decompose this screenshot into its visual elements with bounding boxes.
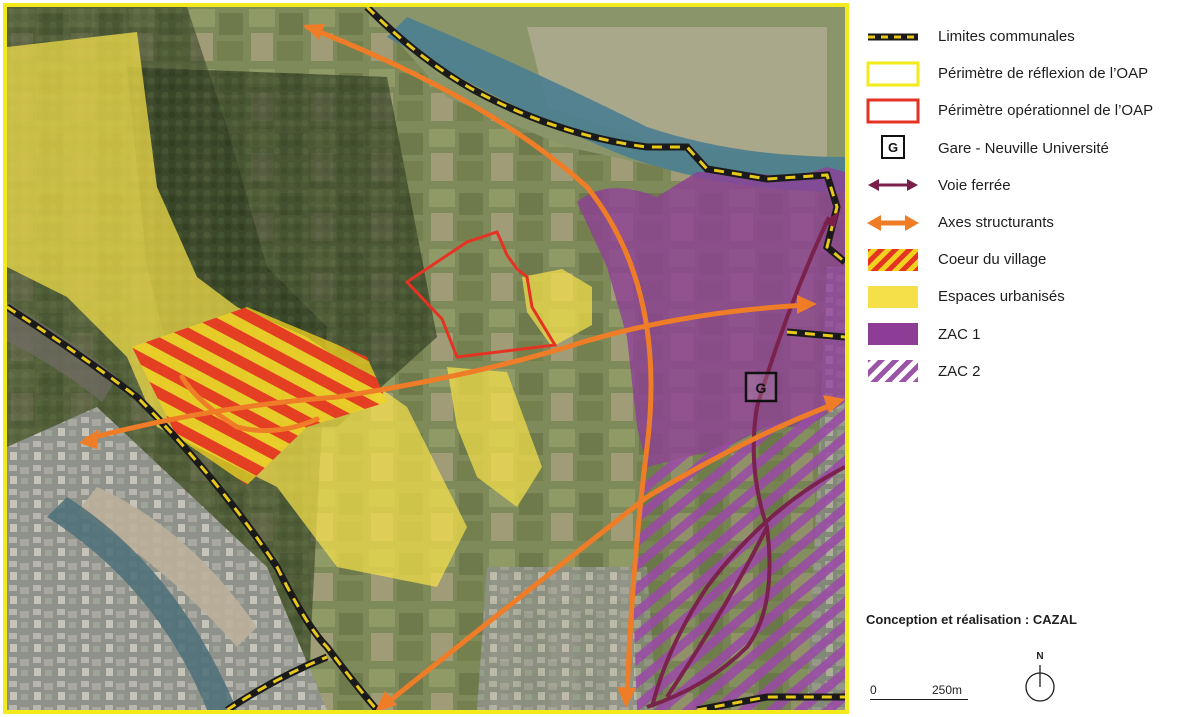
scale-line: [870, 699, 968, 700]
gare-station-label: G: [756, 380, 767, 396]
voie-ferree-lines: [646, 216, 845, 709]
legend-item-coeur: Coeur du village: [866, 241, 1186, 278]
espaces-urbanises-swatch: [866, 284, 920, 310]
voie-ferree-swatch: [866, 172, 920, 198]
north-arrow-icon: [1025, 665, 1055, 702]
map-credit: Conception et réalisation : CAZAL: [866, 612, 1077, 627]
legend-label: Limites communales: [938, 28, 1075, 46]
voie-ferree-arrowhead: [823, 211, 839, 227]
map-legend: Limites communales Périmètre de réflexio…: [866, 18, 1186, 390]
scale-end-label: 250m: [932, 683, 963, 697]
map-canvas: G: [7, 7, 845, 710]
north-label: N: [1036, 651, 1044, 662]
legend-label: ZAC 2: [938, 362, 981, 380]
scale-bar: 0 250m: [866, 652, 976, 702]
scale-start-label: 0: [870, 683, 877, 697]
legend-item-operationnel: Périmètre opérationnel de l’OAP: [866, 92, 1186, 129]
axes-structurants-swatch: [866, 210, 920, 236]
perimetre-operationnel-outline: [404, 230, 558, 359]
perimetre-reflexion-swatch: [866, 61, 920, 87]
legend-label: Axes structurants: [938, 214, 1054, 232]
gare-swatch-symbol: G: [888, 140, 898, 155]
axes-structurants-arrowheads: [79, 24, 845, 710]
coeur-du-village-swatch: [866, 247, 920, 273]
perimetre-operationnel-swatch: [866, 98, 920, 124]
legend-label: Périmètre de réflexion de l’OAP: [938, 65, 1149, 83]
map-view[interactable]: G: [3, 3, 849, 714]
legend-item-zac2: ZAC 2: [866, 353, 1186, 390]
legend-label: Voie ferrée: [938, 176, 1011, 194]
legend-label: Gare - Neuville Université: [938, 139, 1109, 157]
legend-label: ZAC 1: [938, 325, 981, 343]
espaces-urbanises-zones: [7, 32, 592, 587]
limites-communales-swatch: [866, 24, 920, 50]
legend-item-reflexion: Périmètre de réflexion de l’OAP: [866, 55, 1186, 92]
north-arrow: N: [1022, 651, 1058, 709]
legend-label: Périmètre opérationnel de l’OAP: [938, 102, 1154, 120]
legend-label: Coeur du village: [938, 251, 1047, 269]
zac1-swatch: [866, 321, 920, 347]
legend-item-voie: Voie ferrée: [866, 167, 1186, 204]
zac2-swatch: [866, 358, 920, 384]
legend-item-espaces: Espaces urbanisés: [866, 278, 1186, 315]
zac1-zone: [577, 167, 845, 467]
gare-station-marker[interactable]: G: [744, 371, 778, 403]
legend-label: Espaces urbanisés: [938, 288, 1065, 306]
legend-item-limites: Limites communales: [866, 18, 1186, 55]
gare-swatch: G: [866, 135, 920, 161]
legend-item-zac1: ZAC 1: [866, 316, 1186, 353]
coeur-du-village-zone: [132, 307, 387, 485]
legend-item-gare: G Gare - Neuville Université: [866, 130, 1186, 167]
limites-communales-lines: [7, 7, 845, 710]
legend-item-axes: Axes structurants: [866, 204, 1186, 241]
zac2-zone: [632, 407, 845, 710]
axes-structurants-lines: [84, 24, 840, 710]
